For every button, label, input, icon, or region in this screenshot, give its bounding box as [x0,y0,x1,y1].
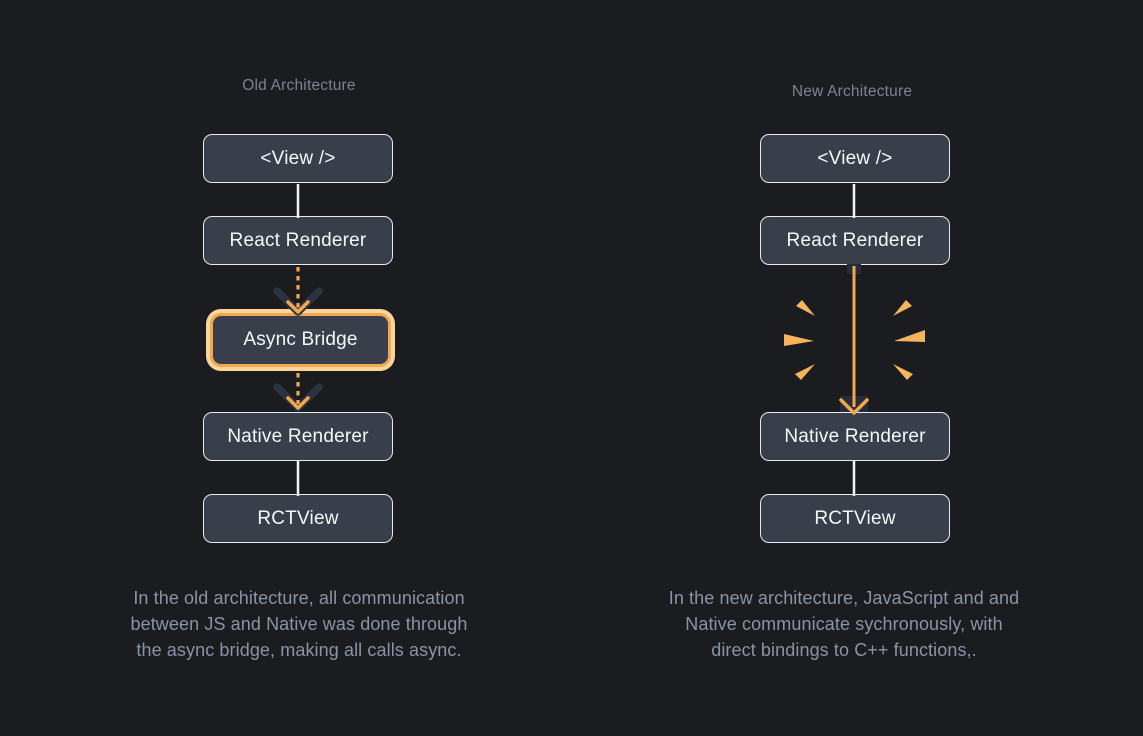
node-rctview-new: RCTView [760,494,950,543]
new-architecture-caption: In the new architecture, JavaScript and … [668,588,1020,660]
old-architecture-title: Old Architecture [242,77,356,94]
old-architecture-caption: In the old architecture, all communicati… [130,588,468,660]
node-native-renderer-new: Native Renderer [760,412,950,461]
node-view-old: <View /> [203,134,393,183]
node-async-bridge: Async Bridge [210,313,391,367]
node-rctview-old: RCTView [203,494,393,543]
new-architecture-title: New Architecture [791,83,913,100]
node-react-renderer-old: React Renderer [203,216,393,265]
node-view-new: <View /> [760,134,950,183]
sync-arrow-icon [839,264,869,415]
async-dashed-arrow-bottom-icon [273,373,323,412]
spark-burst-right-icon [893,300,925,380]
node-react-renderer-new: React Renderer [760,216,950,265]
node-native-renderer-old: Native Renderer [203,412,393,461]
async-dashed-arrow-top-icon [273,267,323,316]
spark-burst-left-icon [784,300,815,380]
